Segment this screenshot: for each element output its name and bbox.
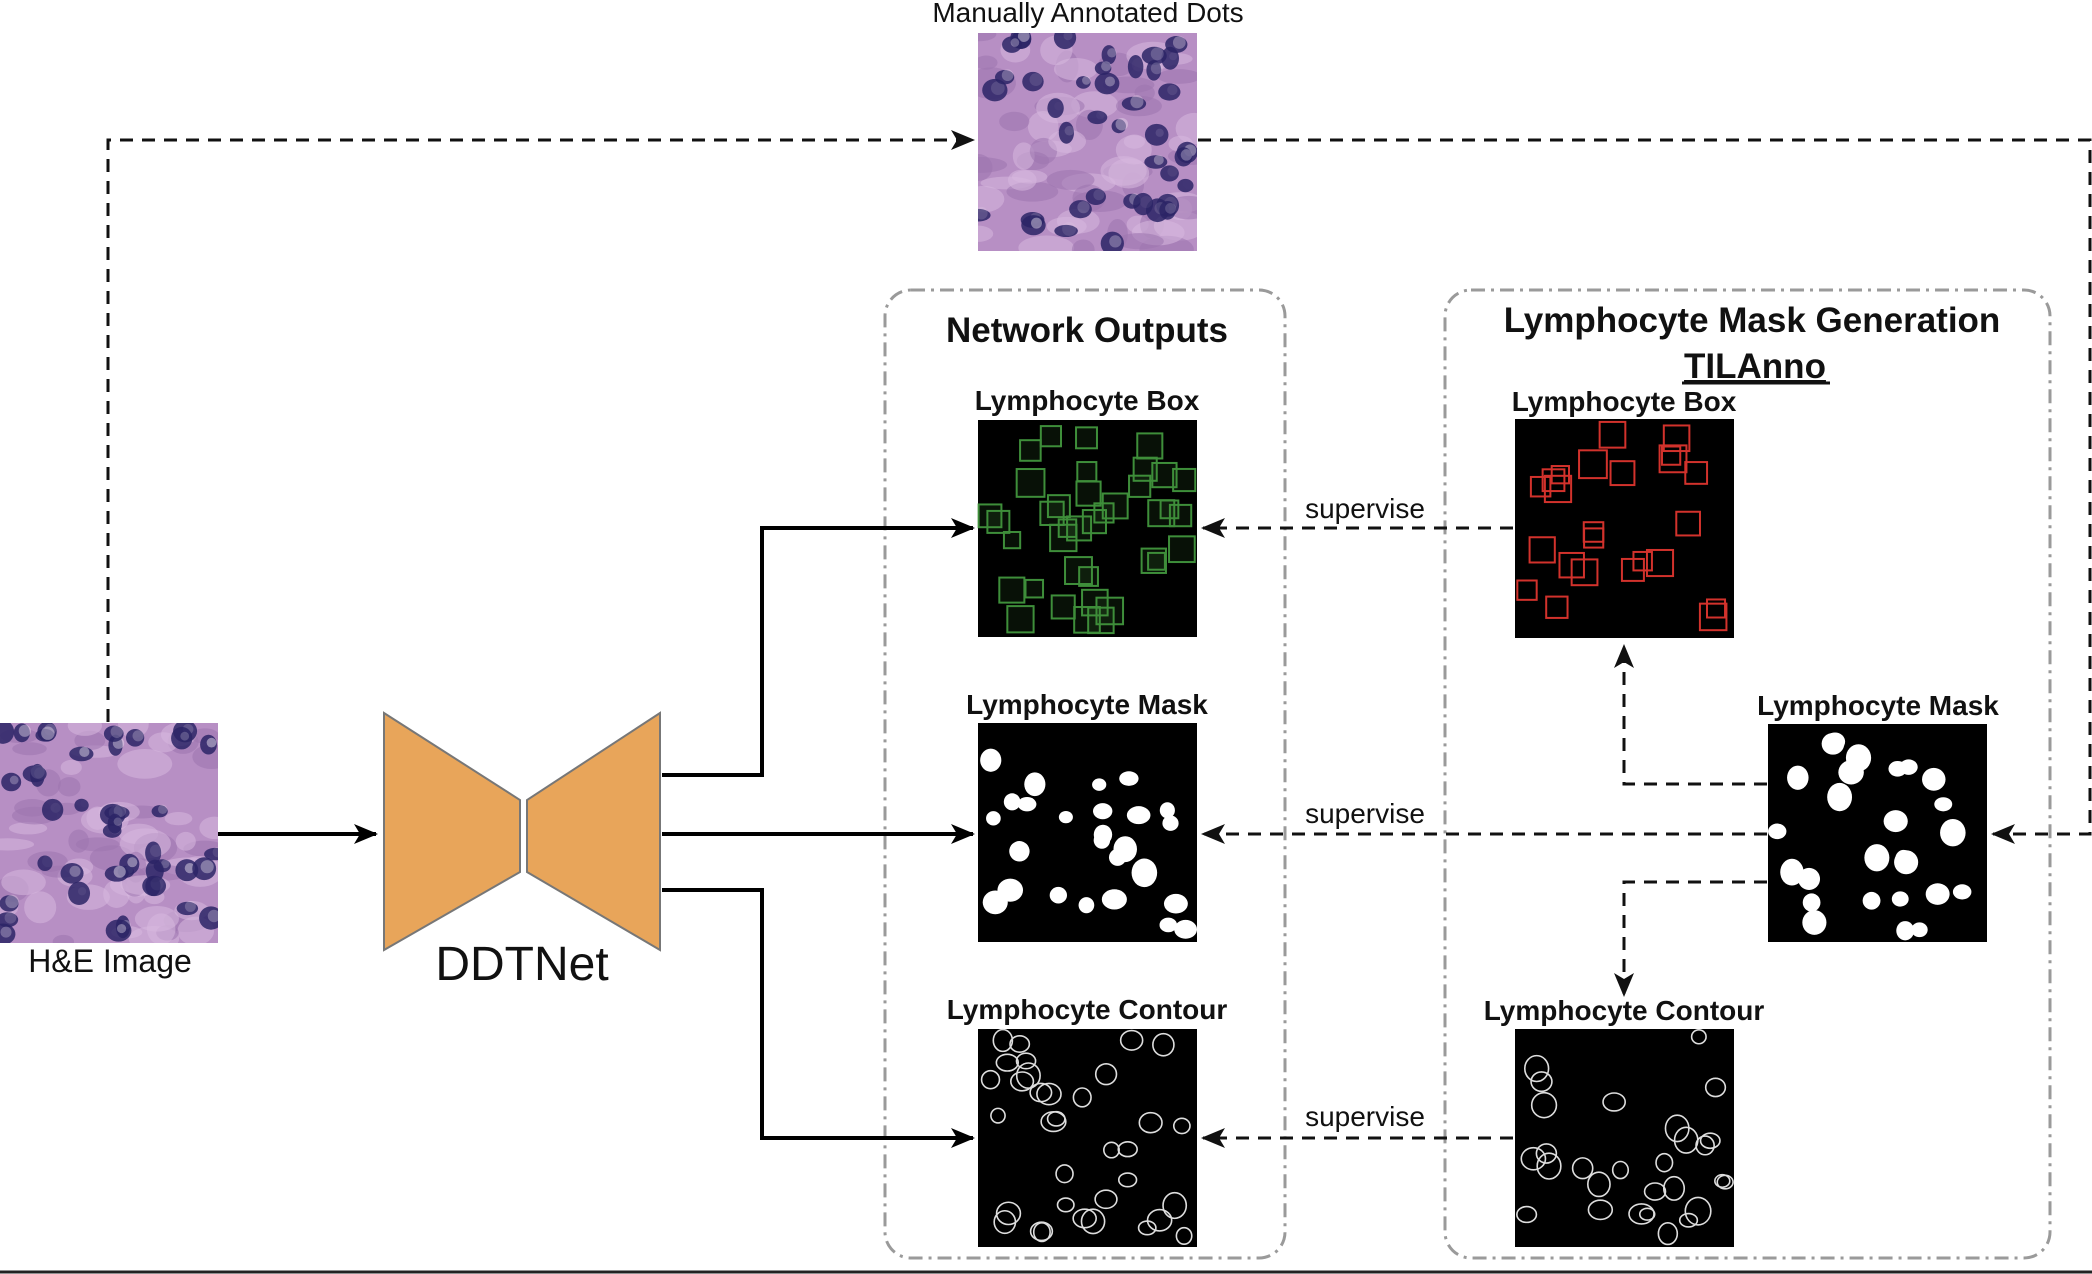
- gen-contour-label: Lymphocyte Contour: [1484, 995, 1765, 1026]
- solid-arrows: [218, 518, 975, 1148]
- arrow-dots-to-genmask: [1198, 138, 2092, 844]
- he-image: [0, 723, 218, 943]
- dashed-arrows: [106, 130, 2092, 1148]
- arrow-network-to-contour: [662, 888, 975, 1148]
- ddtnet-network-icon: [383, 711, 661, 952]
- gen-contour-image: [1515, 1028, 1734, 1247]
- out-contour-label: Lymphocyte Contour: [947, 994, 1228, 1025]
- gen-mask-label: Lymphocyte Mask: [1757, 690, 1999, 721]
- annotated-dots-label: Manually Annotated Dots: [932, 0, 1243, 28]
- mask-generation-panel: [1443, 288, 2052, 1260]
- gen-mask-image: [1768, 724, 1987, 942]
- gen-box-label: Lymphocyte Box: [1512, 386, 1737, 417]
- he-image-label: H&E Image: [28, 943, 192, 979]
- supervise-label-box: supervise: [1305, 493, 1425, 524]
- arrow-network-to-box: [662, 518, 975, 777]
- supervise-label-mask: supervise: [1305, 798, 1425, 829]
- out-box-label: Lymphocyte Box: [975, 385, 1200, 416]
- out-box-image: [977, 420, 1197, 637]
- gen-box-image: [1515, 419, 1734, 638]
- arrow-he-to-dots: [106, 130, 975, 722]
- mask-generation-tool: TILAnno: [1684, 347, 1826, 386]
- arrow-genmask-to-contour: [1614, 880, 1767, 997]
- mask-generation-title: Lymphocyte Mask Generation: [1504, 301, 2001, 340]
- network-outputs-title: Network Outputs: [946, 311, 1228, 350]
- out-mask-label: Lymphocyte Mask: [966, 689, 1208, 720]
- network-outputs-panel: [883, 288, 1287, 1260]
- arrow-genmask-to-box: [1614, 644, 1767, 786]
- annotated-dots-image: [978, 33, 1197, 251]
- out-contour-image: [978, 1028, 1197, 1247]
- out-mask-image: [978, 723, 1197, 942]
- network-name-label: DDTNet: [435, 938, 608, 991]
- supervise-label-contour: supervise: [1305, 1101, 1425, 1132]
